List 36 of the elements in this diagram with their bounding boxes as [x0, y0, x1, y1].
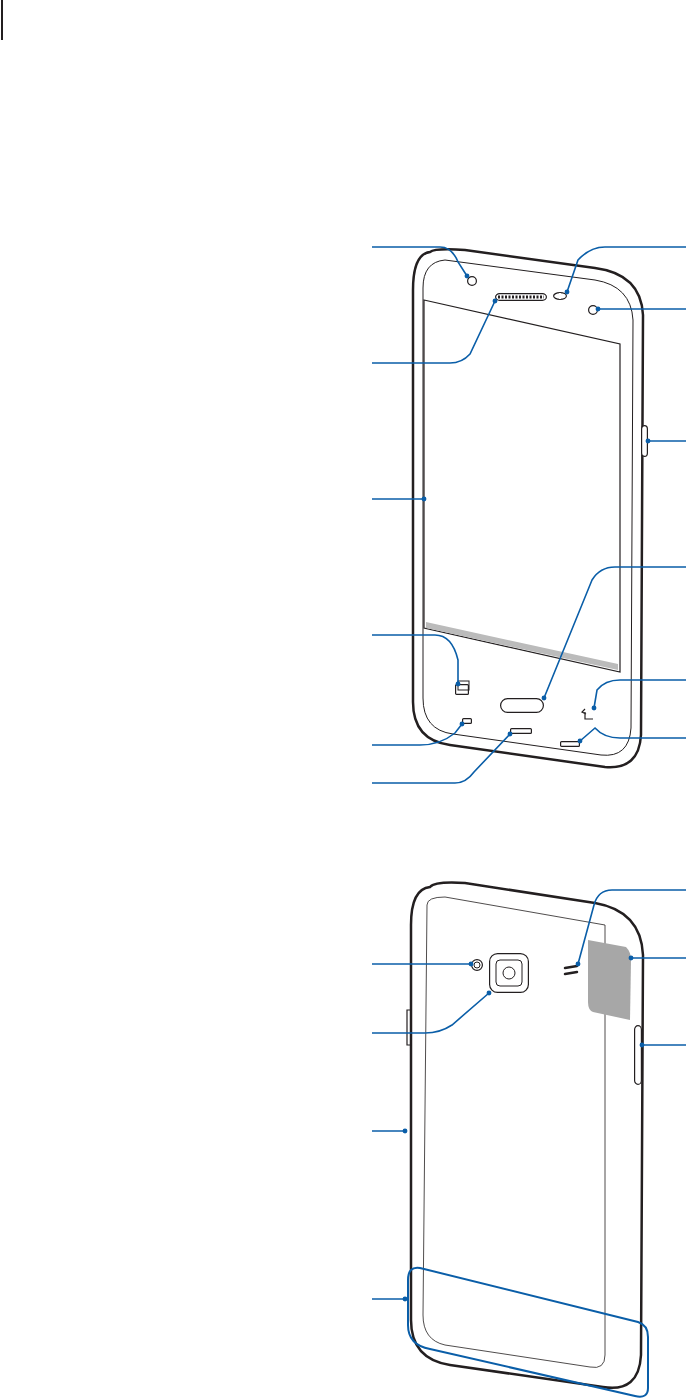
screen [424, 300, 620, 672]
leader-line [371, 496, 427, 502]
microphone-hole [462, 718, 472, 724]
leader-line [371, 634, 461, 687]
leader-line [371, 961, 474, 967]
leader-line [628, 955, 686, 961]
leader-line [371, 731, 513, 784]
leader-line [639, 1042, 686, 1048]
leader-line [371, 721, 465, 746]
home-key [500, 698, 544, 713]
volume-key [634, 1025, 642, 1085]
speaker-grille [564, 964, 578, 976]
front-camera-lens [588, 305, 598, 315]
camera-icon [489, 953, 529, 993]
flash-icon [471, 959, 483, 971]
leader-line [575, 889, 686, 967]
leader-line [371, 1128, 408, 1134]
sensor-window [467, 276, 477, 286]
leader-line [371, 1296, 408, 1302]
back-key-icon [582, 708, 594, 720]
port-opening [510, 728, 532, 734]
leader-line [591, 679, 686, 711]
side-key [641, 425, 648, 457]
leader-line [541, 566, 686, 701]
highlight-outline [405, 1265, 650, 1399]
leader-line [371, 990, 492, 1034]
leader-line [371, 298, 498, 364]
sensor-window [553, 292, 567, 300]
jack-opening [560, 741, 580, 747]
leader-line [564, 246, 686, 295]
leader-line [577, 727, 686, 744]
leader-line [645, 438, 686, 444]
leader-line [371, 246, 470, 279]
earpiece-grille [495, 293, 547, 301]
leader-line [595, 306, 686, 312]
antenna-area [588, 940, 631, 1020]
